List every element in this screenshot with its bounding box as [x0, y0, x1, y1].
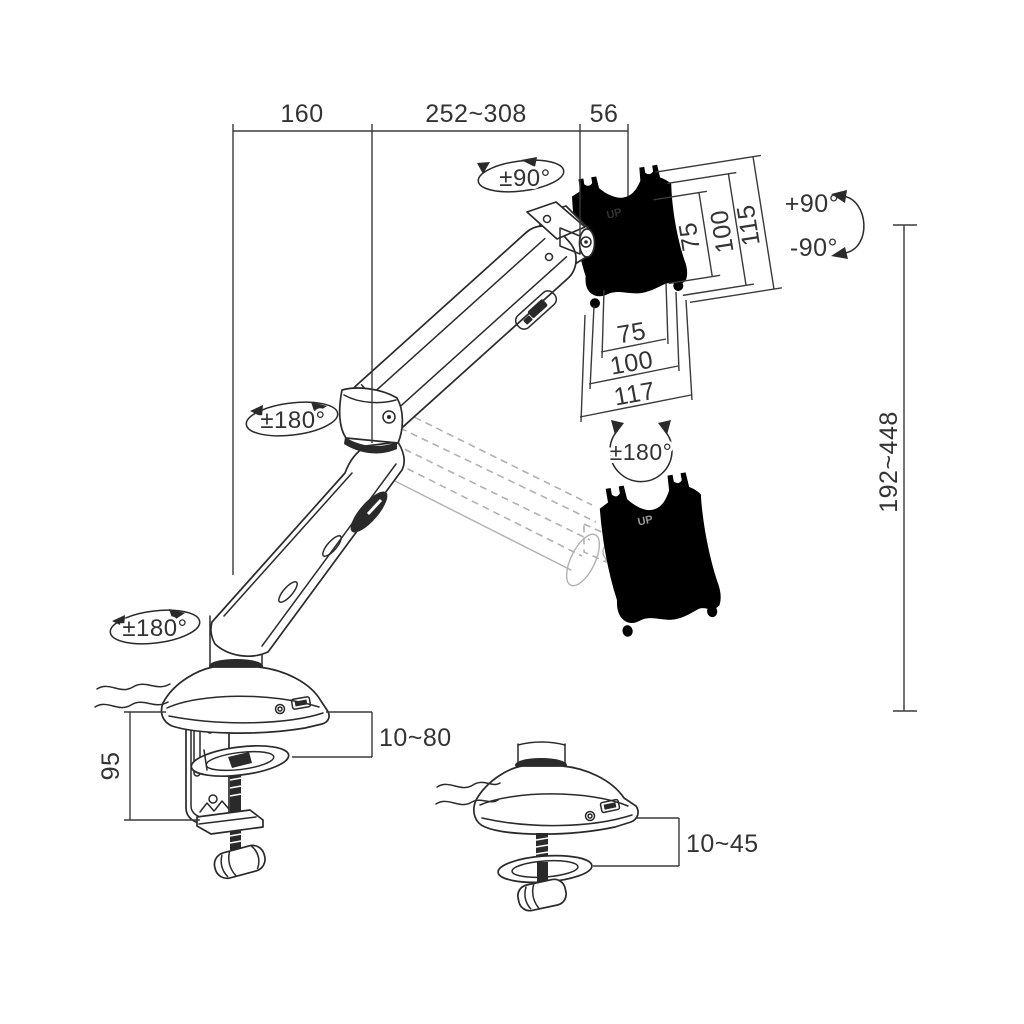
- vesa-rotation-indicator: ±180°: [607, 420, 675, 483]
- power-port-icon: [584, 810, 596, 822]
- tilt-label-plus: +90°: [785, 190, 839, 218]
- elbow-joint: [338, 387, 404, 454]
- clamp-assembly: [185, 723, 290, 880]
- tilt-range-indicator: +90° -90°: [785, 190, 865, 262]
- usb-port-icon: [599, 798, 621, 814]
- dim-label-56: 56: [590, 100, 619, 128]
- clamp-knob: [213, 844, 266, 880]
- rotation-arrow-icon: [521, 157, 537, 167]
- upper-gas-spring-arm: [347, 225, 577, 439]
- rot-label-elbow: ±180°: [260, 407, 325, 434]
- dim-label-height-range: 192~448: [875, 411, 903, 513]
- lower-arm: [210, 441, 405, 657]
- rot-label-vesa: ±180°: [610, 439, 673, 465]
- dim-label-75-vertical: 75: [674, 220, 706, 253]
- cable-wave: [435, 799, 499, 806]
- clamp-teeth: [199, 800, 230, 813]
- dim-label-252-308: 252~308: [425, 100, 527, 128]
- rotation-arrow-icon: [611, 420, 624, 435]
- rotation-arrow-icon: [250, 405, 263, 417]
- rotation-arrow-icon: [477, 162, 490, 174]
- clamp-screw-rod: [230, 758, 241, 850]
- arm-slot: [278, 581, 298, 603]
- rotation-arrow-icon: [658, 420, 671, 435]
- rotation-arrow-icon: [311, 402, 327, 414]
- head-swivel-indicator: ±90°: [477, 157, 565, 195]
- rot-label-head: ±90°: [499, 165, 550, 192]
- dim-label-160: 160: [280, 100, 323, 128]
- height-range-dimension: 192~448: [875, 224, 917, 712]
- vesa-side-dimensions: 75 100 115: [653, 154, 782, 304]
- grommet-knob: [517, 878, 567, 912]
- grommet-dimensions: 10~45: [593, 817, 759, 867]
- usb-port-icon: [290, 696, 312, 710]
- spring-latch: [528, 299, 548, 318]
- dim-label-grommet-range: 10~45: [686, 830, 759, 858]
- spring-window: [514, 290, 558, 330]
- top-width-dimension: 160 252~308 56: [232, 100, 629, 575]
- power-port-icon: [274, 703, 286, 715]
- dim-label-95: 95: [97, 752, 125, 781]
- cable-wave: [96, 683, 171, 691]
- ghost-arm-lowered-position: UP: [376, 411, 726, 639]
- dim-label-100-horizontal: 100: [608, 346, 655, 381]
- dim-label-clamp-range: 10~80: [379, 724, 452, 752]
- dim-label-75-horizontal: 75: [615, 317, 648, 350]
- rotation-arrow-icon: [169, 609, 185, 621]
- grommet-base: [435, 741, 639, 912]
- rotation-arrow-icon: [112, 615, 125, 627]
- ghost-vesa-plate: [594, 470, 726, 639]
- ghost-head-bracket: [583, 522, 607, 564]
- cable-wave: [436, 781, 501, 789]
- tilt-arrow-icon: [831, 247, 848, 259]
- tilt-arrow-icon: [831, 190, 847, 203]
- cable-wave: [94, 701, 169, 709]
- vesa-up-label: UP: [605, 206, 623, 221]
- vesa-bottom-dimensions: 75 100 117: [579, 282, 693, 423]
- dim-label-117: 117: [612, 377, 658, 412]
- base-swivel-indicator: ±180°: [109, 609, 201, 645]
- elbow-swivel-indicator: ±180°: [245, 401, 339, 437]
- rot-label-base: ±180°: [122, 615, 187, 642]
- clamp-dimensions: 95 10~80: [97, 711, 452, 821]
- ghost-vesa-up-label: UP: [637, 514, 654, 529]
- dim-label-115: 115: [732, 203, 766, 248]
- head-cap-and-pivot: [526, 201, 596, 262]
- dim-label-100-vertical: 100: [705, 208, 739, 255]
- tilt-label-minus: -90°: [790, 234, 838, 262]
- clamp-bottom-jaw: [196, 809, 264, 835]
- arm-slot: [322, 535, 342, 557]
- rod-threads: [229, 777, 242, 844]
